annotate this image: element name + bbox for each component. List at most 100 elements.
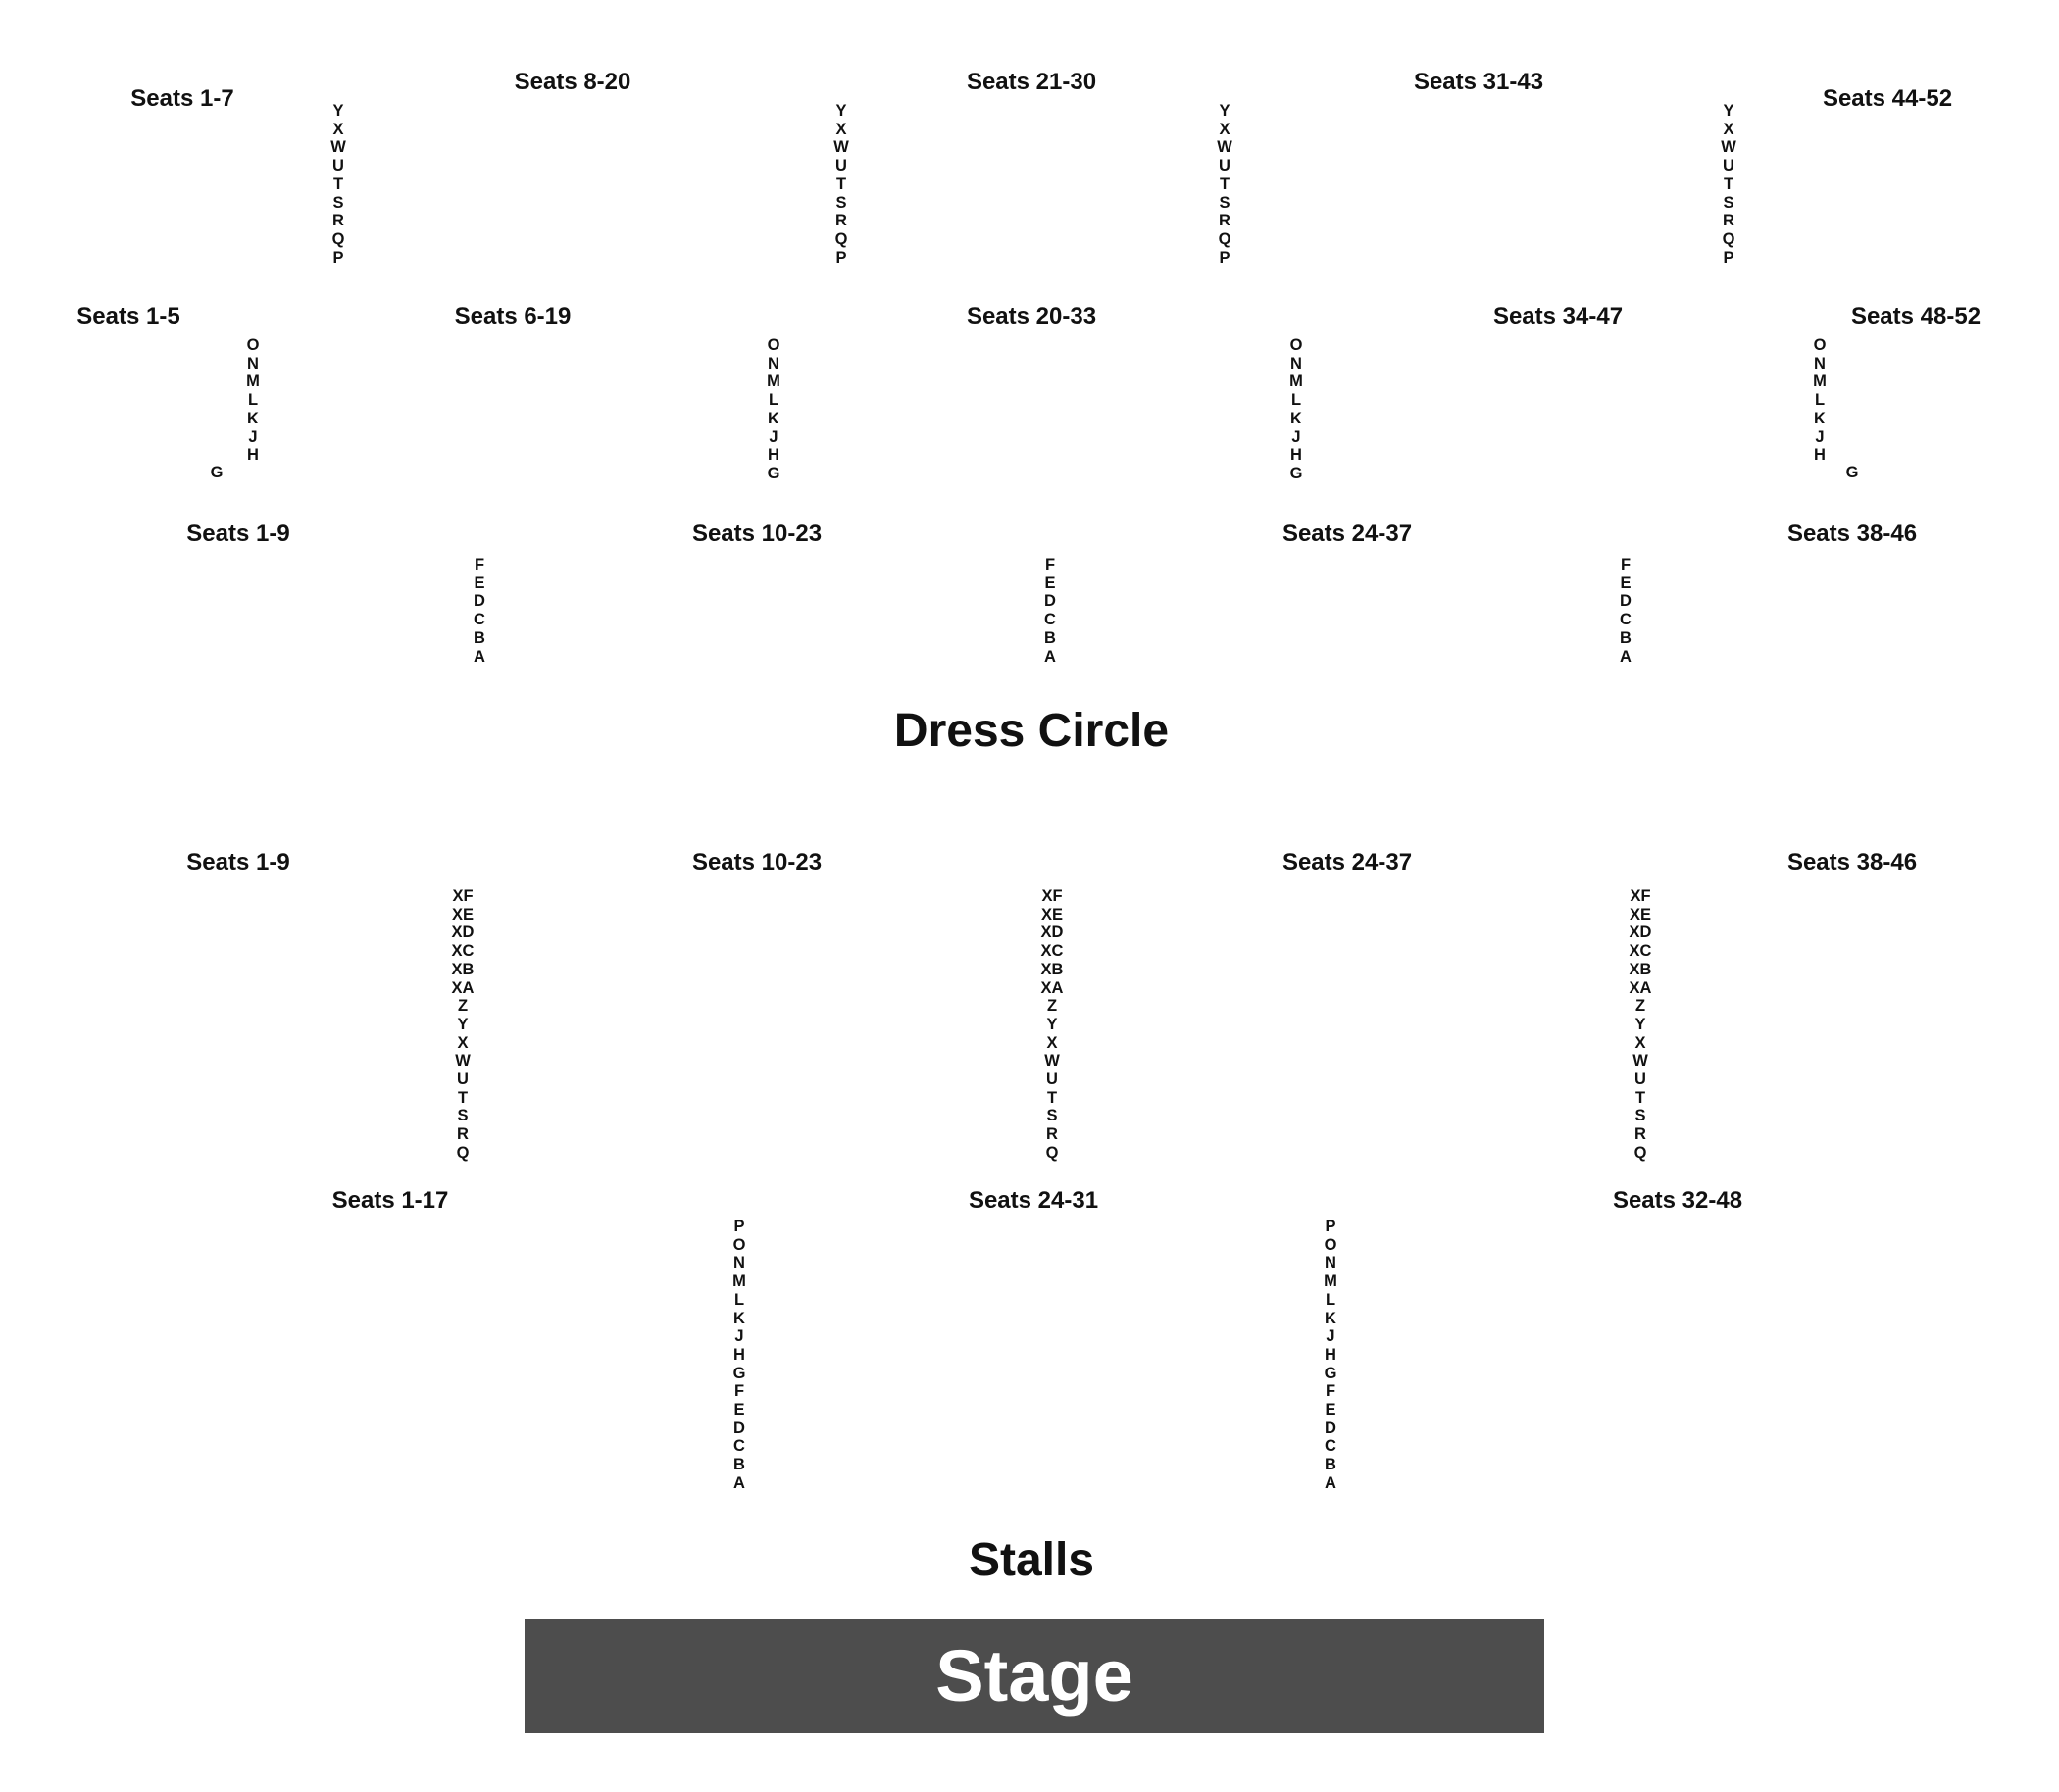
row-letter: J	[769, 427, 778, 446]
row-letter: E	[733, 1401, 745, 1419]
row-letter: J	[1291, 427, 1301, 446]
row-letter: L	[1814, 391, 1826, 410]
row-letter: Q	[1218, 229, 1231, 248]
row-letter: S	[1723, 193, 1734, 212]
row-letter: XB	[1629, 960, 1652, 978]
section-label-middle-5: Seats 48-52	[1850, 303, 1982, 329]
row-letter: X	[1634, 1033, 1646, 1052]
row-letter: XC	[1629, 942, 1652, 961]
stage: Stage	[525, 1619, 1544, 1733]
row-letter: T	[1634, 1088, 1646, 1107]
row-letter: O	[246, 336, 260, 354]
section-label-rear-4: Seats 38-46	[1786, 849, 1918, 875]
row-letter: L	[733, 1290, 745, 1309]
row-letter: W	[1721, 138, 1736, 157]
row-letter: L	[1325, 1290, 1336, 1309]
row-letter: X	[1723, 120, 1734, 138]
row-letter: W	[1044, 1052, 1060, 1070]
section-label-upper-2: Seats 8-20	[514, 69, 631, 95]
row-letter: N	[733, 1254, 745, 1272]
row-letter: X	[835, 120, 847, 138]
row-letter: R	[1634, 1125, 1646, 1144]
row-letter: T	[1723, 174, 1734, 193]
row-letter: G	[1324, 1364, 1337, 1382]
row-letter: Z	[1046, 997, 1058, 1016]
row-letter: P	[332, 248, 344, 267]
row-letter: Y	[1723, 102, 1734, 120]
row-letter: A	[1044, 647, 1056, 666]
row-letter: O	[1324, 1235, 1337, 1254]
row-letter: C	[1044, 611, 1056, 629]
row-g-middle-4: G	[1845, 464, 1859, 481]
row-letter: F	[733, 1382, 745, 1401]
row-letter: N	[1325, 1254, 1336, 1272]
row-letter: C	[1620, 611, 1632, 629]
row-letter: S	[457, 1107, 469, 1125]
row-letter: U	[1219, 157, 1230, 175]
row-letter: H	[247, 446, 259, 465]
row-letter: T	[1219, 174, 1230, 193]
row-letter: XF	[1630, 887, 1651, 905]
row-letter: C	[1325, 1437, 1336, 1456]
row-letter: N	[247, 354, 259, 373]
row-letter: M	[767, 373, 780, 391]
row-letter: R	[332, 212, 344, 230]
row-letter: W	[1632, 1052, 1648, 1070]
row-letter: O	[732, 1235, 746, 1254]
row-letter: O	[767, 336, 780, 354]
row-letter: R	[1219, 212, 1230, 230]
row-letter: J	[734, 1327, 744, 1346]
section-label-upper-1: Seats 1-7	[130, 85, 234, 112]
row-letter: Y	[332, 102, 344, 120]
row-letter: W	[833, 138, 849, 157]
row-letter: Y	[457, 1015, 469, 1033]
tier-title-stalls: Stalls	[968, 1534, 1095, 1586]
row-letter: XC	[451, 942, 475, 961]
row-letter: XA	[1629, 978, 1652, 997]
row-letter: E	[1325, 1401, 1336, 1419]
row-letter: R	[835, 212, 847, 230]
row-g-middle-1: G	[210, 464, 224, 481]
row-letter: D	[1325, 1419, 1336, 1437]
row-letter: D	[1044, 592, 1056, 611]
row-letter: U	[1046, 1070, 1058, 1089]
stage-label: Stage	[935, 1635, 1133, 1717]
row-letter: XA	[1040, 978, 1064, 997]
row-letter: L	[768, 391, 779, 410]
row-letter: F	[1044, 556, 1056, 573]
row-letter: H	[768, 446, 779, 465]
row-letter: Q	[331, 229, 345, 248]
row-letter: D	[474, 592, 485, 611]
row-letter: K	[733, 1309, 745, 1327]
row-letter: D	[733, 1419, 745, 1437]
row-letter: E	[474, 573, 485, 592]
row-letter: A	[474, 647, 485, 666]
row-letter: XD	[1629, 923, 1652, 942]
row-letter: XB	[1040, 960, 1064, 978]
row-letter: P	[733, 1218, 745, 1235]
row-letter: R	[457, 1125, 469, 1144]
row-letter: C	[474, 611, 485, 629]
row-letter: Q	[834, 229, 848, 248]
row-letter: T	[835, 174, 847, 193]
row-letter: N	[1290, 354, 1302, 373]
section-label-middle-2: Seats 6-19	[454, 303, 572, 329]
section-label-circle-2: Seats 10-23	[691, 521, 823, 547]
row-letter: M	[246, 373, 260, 391]
row-letter: XE	[451, 905, 475, 923]
row-letter: K	[1325, 1309, 1336, 1327]
row-letter: L	[247, 391, 259, 410]
row-letter: G	[732, 1364, 746, 1382]
row-letter: N	[1814, 354, 1826, 373]
row-letter: K	[1814, 409, 1826, 427]
row-letter: W	[455, 1052, 471, 1070]
